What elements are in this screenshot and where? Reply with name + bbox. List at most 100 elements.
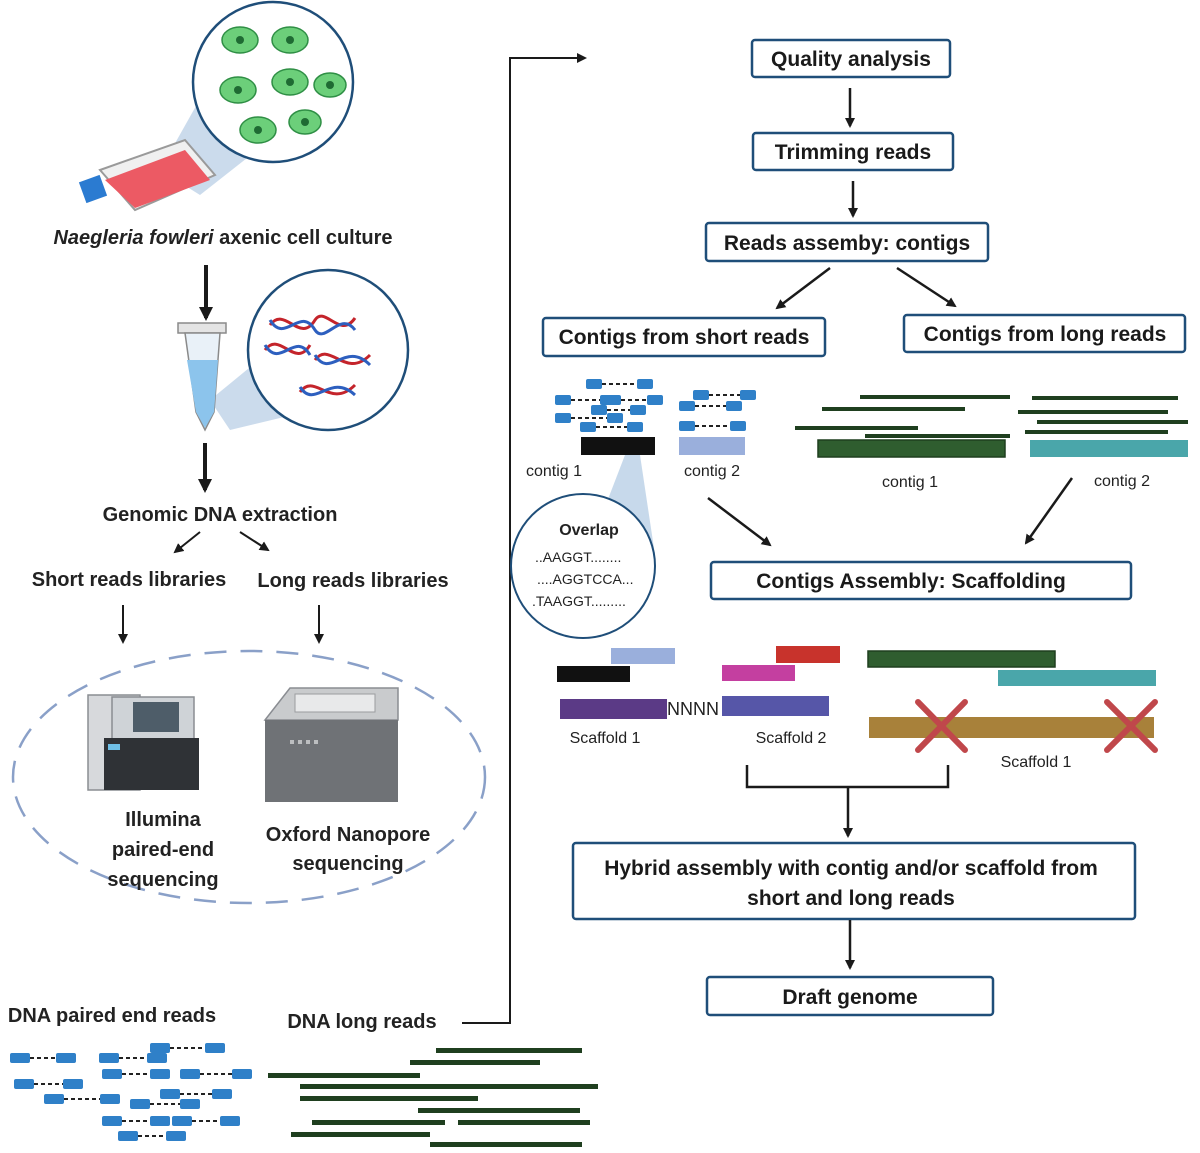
dna-tube-illustration <box>177 268 410 432</box>
arrow-long-scaffolding <box>1024 477 1074 545</box>
assembly-box <box>704 221 990 263</box>
paired-read <box>160 1089 232 1099</box>
long-contig-1-label: contig 1 <box>882 474 938 491</box>
culture-label: Naegleria fowleri axenic cell culture <box>53 227 392 249</box>
long-contig-2-bar <box>1030 440 1188 457</box>
assembly-label: Reads assemby: contigs <box>724 232 970 255</box>
long-read <box>291 1132 430 1137</box>
long-libs-label: Long reads libraries <box>257 570 448 592</box>
scaffold-piece-black <box>557 666 630 682</box>
paired-reads-illustration <box>10 1043 252 1141</box>
long-read <box>300 1084 450 1089</box>
draft-box <box>705 975 995 1017</box>
arrow-to-long-libs <box>239 531 270 552</box>
paired-read <box>10 1053 76 1063</box>
cross-2-icon-b <box>1104 699 1158 753</box>
short-scaffolds-illustration <box>557 646 840 719</box>
short-read-pair <box>586 379 653 389</box>
long-read-aligned <box>1032 396 1178 400</box>
scaffold-2-short-label: Scaffold 2 <box>756 730 827 747</box>
long-read <box>268 1073 420 1078</box>
illumina-line-3: sequencing <box>107 869 218 891</box>
short-read-pair <box>580 422 643 432</box>
long-read <box>300 1096 478 1101</box>
paired-read <box>118 1131 186 1141</box>
bracket-scaffolds <box>745 765 950 789</box>
long-read <box>458 1120 590 1125</box>
long-read <box>410 1060 540 1065</box>
nanopore-sequencer-icon <box>263 687 399 802</box>
hybrid-box <box>571 841 1137 921</box>
long-read <box>447 1084 598 1089</box>
long-read-aligned <box>865 434 1010 438</box>
gap-label: NNNN <box>667 699 719 719</box>
long-read-aligned <box>860 395 1010 399</box>
arrow-short-scaffolding <box>707 497 772 547</box>
long-contig-2-label: contig 2 <box>1094 473 1150 490</box>
scaffold-piece-red <box>776 646 840 663</box>
overlap-line-1: ..AAGGT........ <box>535 549 621 565</box>
long-read <box>430 1142 582 1147</box>
paired-read <box>150 1043 225 1053</box>
long-read-alignments <box>795 395 1188 438</box>
arrow-to-short-libs <box>173 531 201 554</box>
culture-rest: axenic cell culture <box>214 227 393 249</box>
scaffold-1-short-label: Scaffold 1 <box>570 730 641 747</box>
paired-read <box>180 1069 252 1079</box>
long-scaffold-1-bar <box>869 717 1154 738</box>
paired-read <box>14 1079 83 1089</box>
long-read-aligned <box>1018 410 1168 414</box>
quality-box <box>750 38 952 79</box>
long-scaffold-teal-bar <box>998 670 1156 686</box>
short-read-pair <box>605 395 663 405</box>
long-scaffold-green-bar <box>867 650 1056 668</box>
contigs-short-label: Contigs from short reads <box>559 326 810 349</box>
paired-read <box>172 1116 240 1126</box>
trimming-box <box>751 131 955 172</box>
short-contig-2-bar <box>679 437 745 455</box>
short-read-pair <box>555 413 623 423</box>
long-read-aligned <box>1037 420 1188 424</box>
long-reads-illustration <box>268 1048 598 1147</box>
short-read-pair <box>679 401 742 411</box>
scaffold-1-bar <box>560 699 667 719</box>
hybrid-line-1: Hybrid assembly with contig and/or scaff… <box>604 857 1098 880</box>
long-read <box>418 1108 580 1113</box>
long-read <box>436 1048 582 1053</box>
paired-read <box>99 1053 167 1063</box>
long-read <box>312 1120 445 1125</box>
extraction-label: Genomic DNA extraction <box>103 504 338 526</box>
paired-read <box>102 1069 170 1079</box>
scaffolding-box <box>709 560 1133 601</box>
long-contig-1-bar <box>817 439 1006 458</box>
long-read-aligned <box>1025 430 1168 434</box>
culture-species: Naegleria fowleri <box>53 227 214 249</box>
hybrid-line-2: short and long reads <box>747 887 955 910</box>
cell-culture-flask-icon <box>78 138 217 212</box>
illumina-line-2: paired-end <box>112 839 214 861</box>
short-libs-label: Short reads libraries <box>32 569 227 591</box>
nanopore-line-1: Oxford Nanopore <box>266 824 430 846</box>
long-reads-label: DNA long reads <box>287 1011 436 1033</box>
illumina-sequencer-icon <box>87 694 199 791</box>
long-read-aligned <box>822 407 965 411</box>
short-read-pair <box>679 421 746 431</box>
amoeba-cells-illustration <box>160 0 355 195</box>
paired-read <box>130 1099 200 1109</box>
draft-label: Draft genome <box>782 986 917 1009</box>
short-contig-1-label: contig 1 <box>526 463 582 480</box>
trimming-label: Trimming reads <box>775 141 931 164</box>
long-read-aligned <box>795 426 918 430</box>
overlap-circle <box>510 493 656 639</box>
overlap-line-2: ....AGGTCCA... <box>537 571 633 587</box>
paired-read <box>44 1094 120 1104</box>
cross-1-icon-b <box>915 699 968 753</box>
short-read-pair <box>591 405 646 415</box>
long-scaffold-illustration <box>867 650 1158 753</box>
scaffold-2-bar <box>722 696 829 716</box>
short-read-pair <box>693 390 756 400</box>
overlap-line-3: .TAAGGT......... <box>532 593 626 609</box>
contigs-long-box <box>902 313 1187 354</box>
connector-to-quality <box>462 53 587 1024</box>
